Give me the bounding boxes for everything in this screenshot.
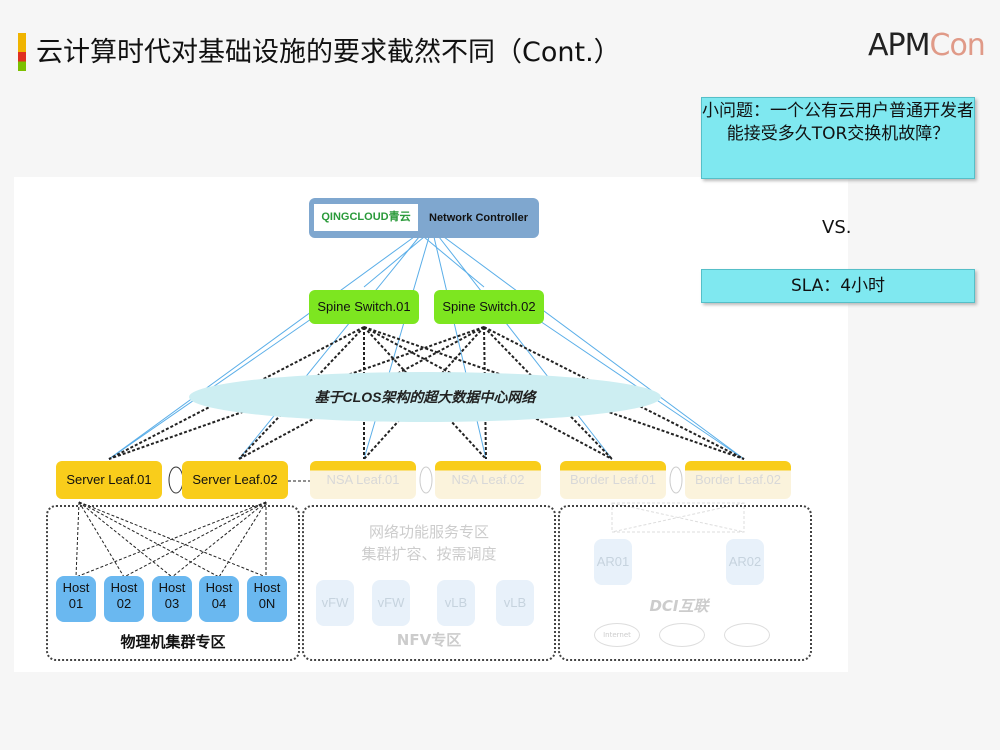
server-leaf-01: Server Leaf.01 (56, 461, 162, 499)
nsa-leaf-02: NSA Leaf.02 (435, 461, 541, 499)
clos-fabric-label: 基于CLOS架构的超大数据中心网络 (189, 372, 661, 422)
dci-zone (558, 505, 812, 661)
vfw-2: vFW (372, 580, 410, 626)
title-accent-bar (18, 33, 26, 71)
qingcloud-logo: QINGCLOUD青云 (314, 204, 418, 231)
physical-zone-label: 物理机集群专区 (120, 633, 226, 651)
vlb-1: vLB (437, 580, 475, 626)
nfv-description: 网络功能服务专区集群扩容、按需调度 (361, 523, 497, 563)
vs-label: VS. (822, 217, 852, 238)
question-note: 小问题：一个公有云用户普通开发者能接受多久TOR交换机故障？ (701, 97, 975, 179)
page-title: 云计算时代对基础设施的要求截然不同（Cont.） (36, 37, 621, 68)
apmcon-logo: APMCon (868, 28, 986, 63)
network-diagram: QINGCLOUD青云 Network Controller Spine Swi… (14, 177, 848, 672)
sla-note: SLA：4小时 (701, 269, 975, 303)
dci-label: DCI互联 (649, 597, 709, 615)
border-leaf-01: Border Leaf.01 (560, 461, 666, 499)
spine-switch-02: Spine Switch.02 (434, 290, 544, 324)
logo-accent: Con (929, 28, 986, 63)
physical-zone (46, 505, 300, 661)
vlb-2: vLB (496, 580, 534, 626)
hub-cloud-icon (724, 623, 770, 647)
internet-cloud-icon: Internet (594, 623, 640, 647)
nfv-zone-label: NFV专区 (396, 631, 462, 649)
logo-main: APM (868, 28, 930, 63)
vfw-1: vFW (316, 580, 354, 626)
controller-label: Network Controller (429, 212, 529, 224)
nsa-leaf-01: NSA Leaf.01 (310, 461, 416, 499)
router-ar01: AR01 (594, 539, 632, 585)
spine-switch-01: Spine Switch.01 (309, 290, 419, 324)
router-ar02: AR02 (726, 539, 764, 585)
server-leaf-02: Server Leaf.02 (182, 461, 288, 499)
partner-cloud-icon (659, 623, 705, 647)
network-controller: QINGCLOUD青云 Network Controller (309, 198, 539, 238)
border-leaf-02: Border Leaf.02 (685, 461, 791, 499)
nfv-zone (302, 505, 556, 661)
